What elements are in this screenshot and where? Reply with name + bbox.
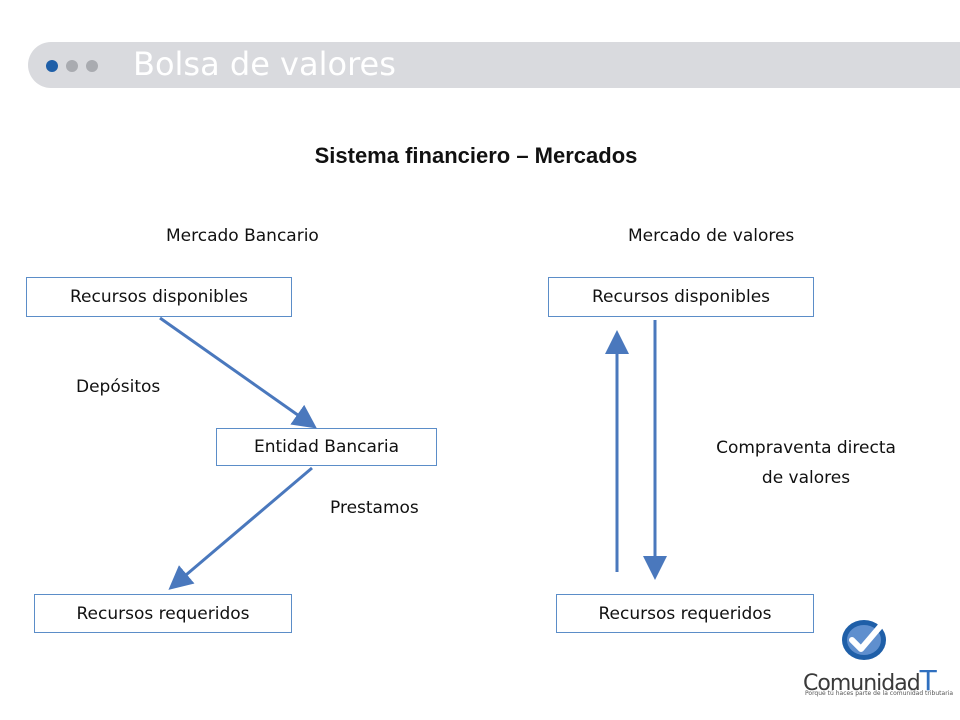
securities-edge-label: Compraventa directa de valores	[690, 433, 922, 493]
banking-edge-deposits: Depósitos	[76, 377, 161, 397]
securities-heading: Mercado de valores	[628, 226, 795, 246]
header-dot	[66, 60, 78, 72]
header-dot	[86, 60, 98, 72]
banking-heading: Mercado Bancario	[166, 226, 319, 246]
header-dot-active	[46, 60, 58, 72]
header-title: Bolsa de valores	[133, 45, 396, 83]
logo-tagline: Porque tú haces parte de la comunidad tr…	[805, 690, 953, 697]
securities-edge-line2: de valores	[761, 468, 851, 488]
logo-name-accent: T	[919, 664, 937, 697]
arrow-deposits	[159, 316, 317, 429]
logo-name: Comunidad	[803, 671, 921, 696]
securities-edge-line1: Compraventa directa	[716, 438, 896, 458]
securities-top-box: Recursos disponibles	[548, 277, 814, 317]
logo-wordmark: ComunidadT	[803, 664, 937, 697]
banking-middle-box: Entidad Bancaria	[216, 428, 437, 466]
securities-bottom-box: Recursos requeridos	[556, 594, 814, 633]
logo-check-icon	[842, 619, 887, 660]
banking-edge-loans: Prestamos	[330, 498, 419, 518]
banking-bottom-box: Recursos requeridos	[34, 594, 292, 633]
header-bar	[28, 42, 960, 88]
banking-top-box: Recursos disponibles	[26, 277, 292, 317]
arrow-loans	[168, 466, 313, 590]
diagram-title: Sistema financiero – Mercados	[314, 143, 638, 168]
